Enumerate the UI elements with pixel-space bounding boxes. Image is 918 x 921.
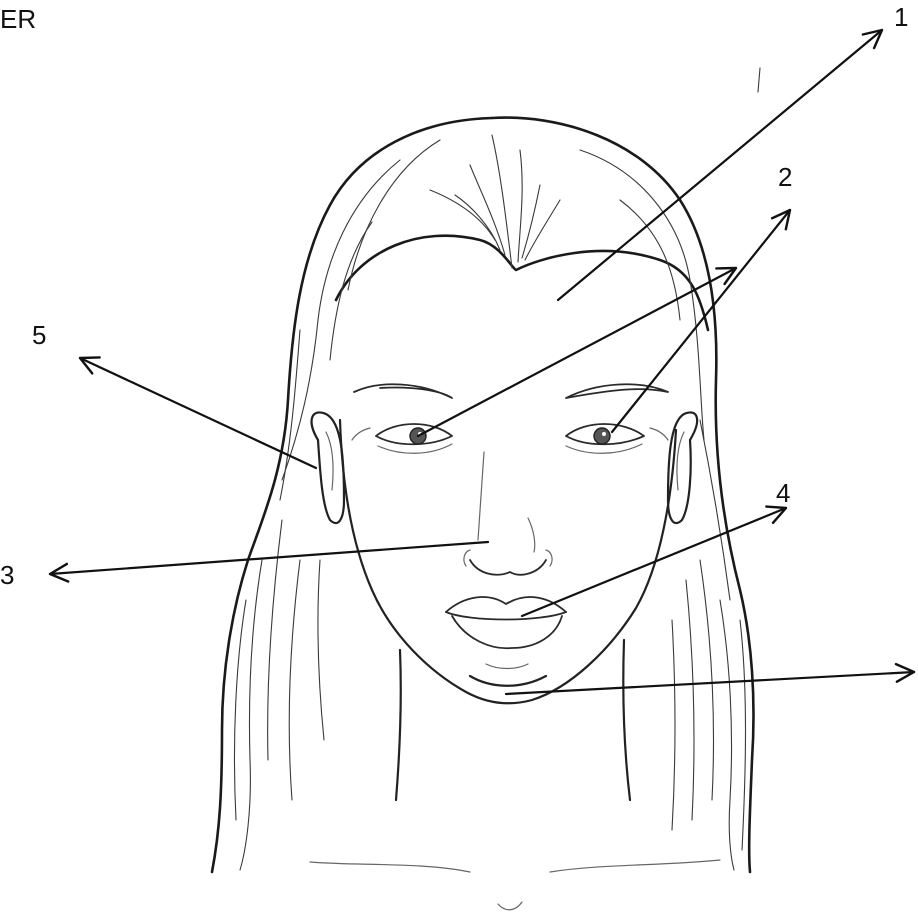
arrow-4 bbox=[522, 508, 786, 616]
arrow-3 bbox=[50, 542, 488, 574]
arrow-1 bbox=[558, 30, 882, 300]
arrow-eye-left bbox=[418, 268, 736, 436]
face-illustration bbox=[310, 384, 720, 909]
label-1: 1 bbox=[894, 2, 908, 32]
hair-illustration bbox=[212, 68, 760, 872]
arrow-5 bbox=[80, 358, 316, 468]
label-4: 4 bbox=[776, 478, 790, 508]
annotation-arrows bbox=[50, 30, 914, 694]
annotation-labels: 1 2 3 4 5 bbox=[0, 2, 908, 590]
label-3: 3 bbox=[0, 560, 14, 590]
label-5: 5 bbox=[32, 320, 46, 350]
label-2: 2 bbox=[778, 162, 792, 192]
